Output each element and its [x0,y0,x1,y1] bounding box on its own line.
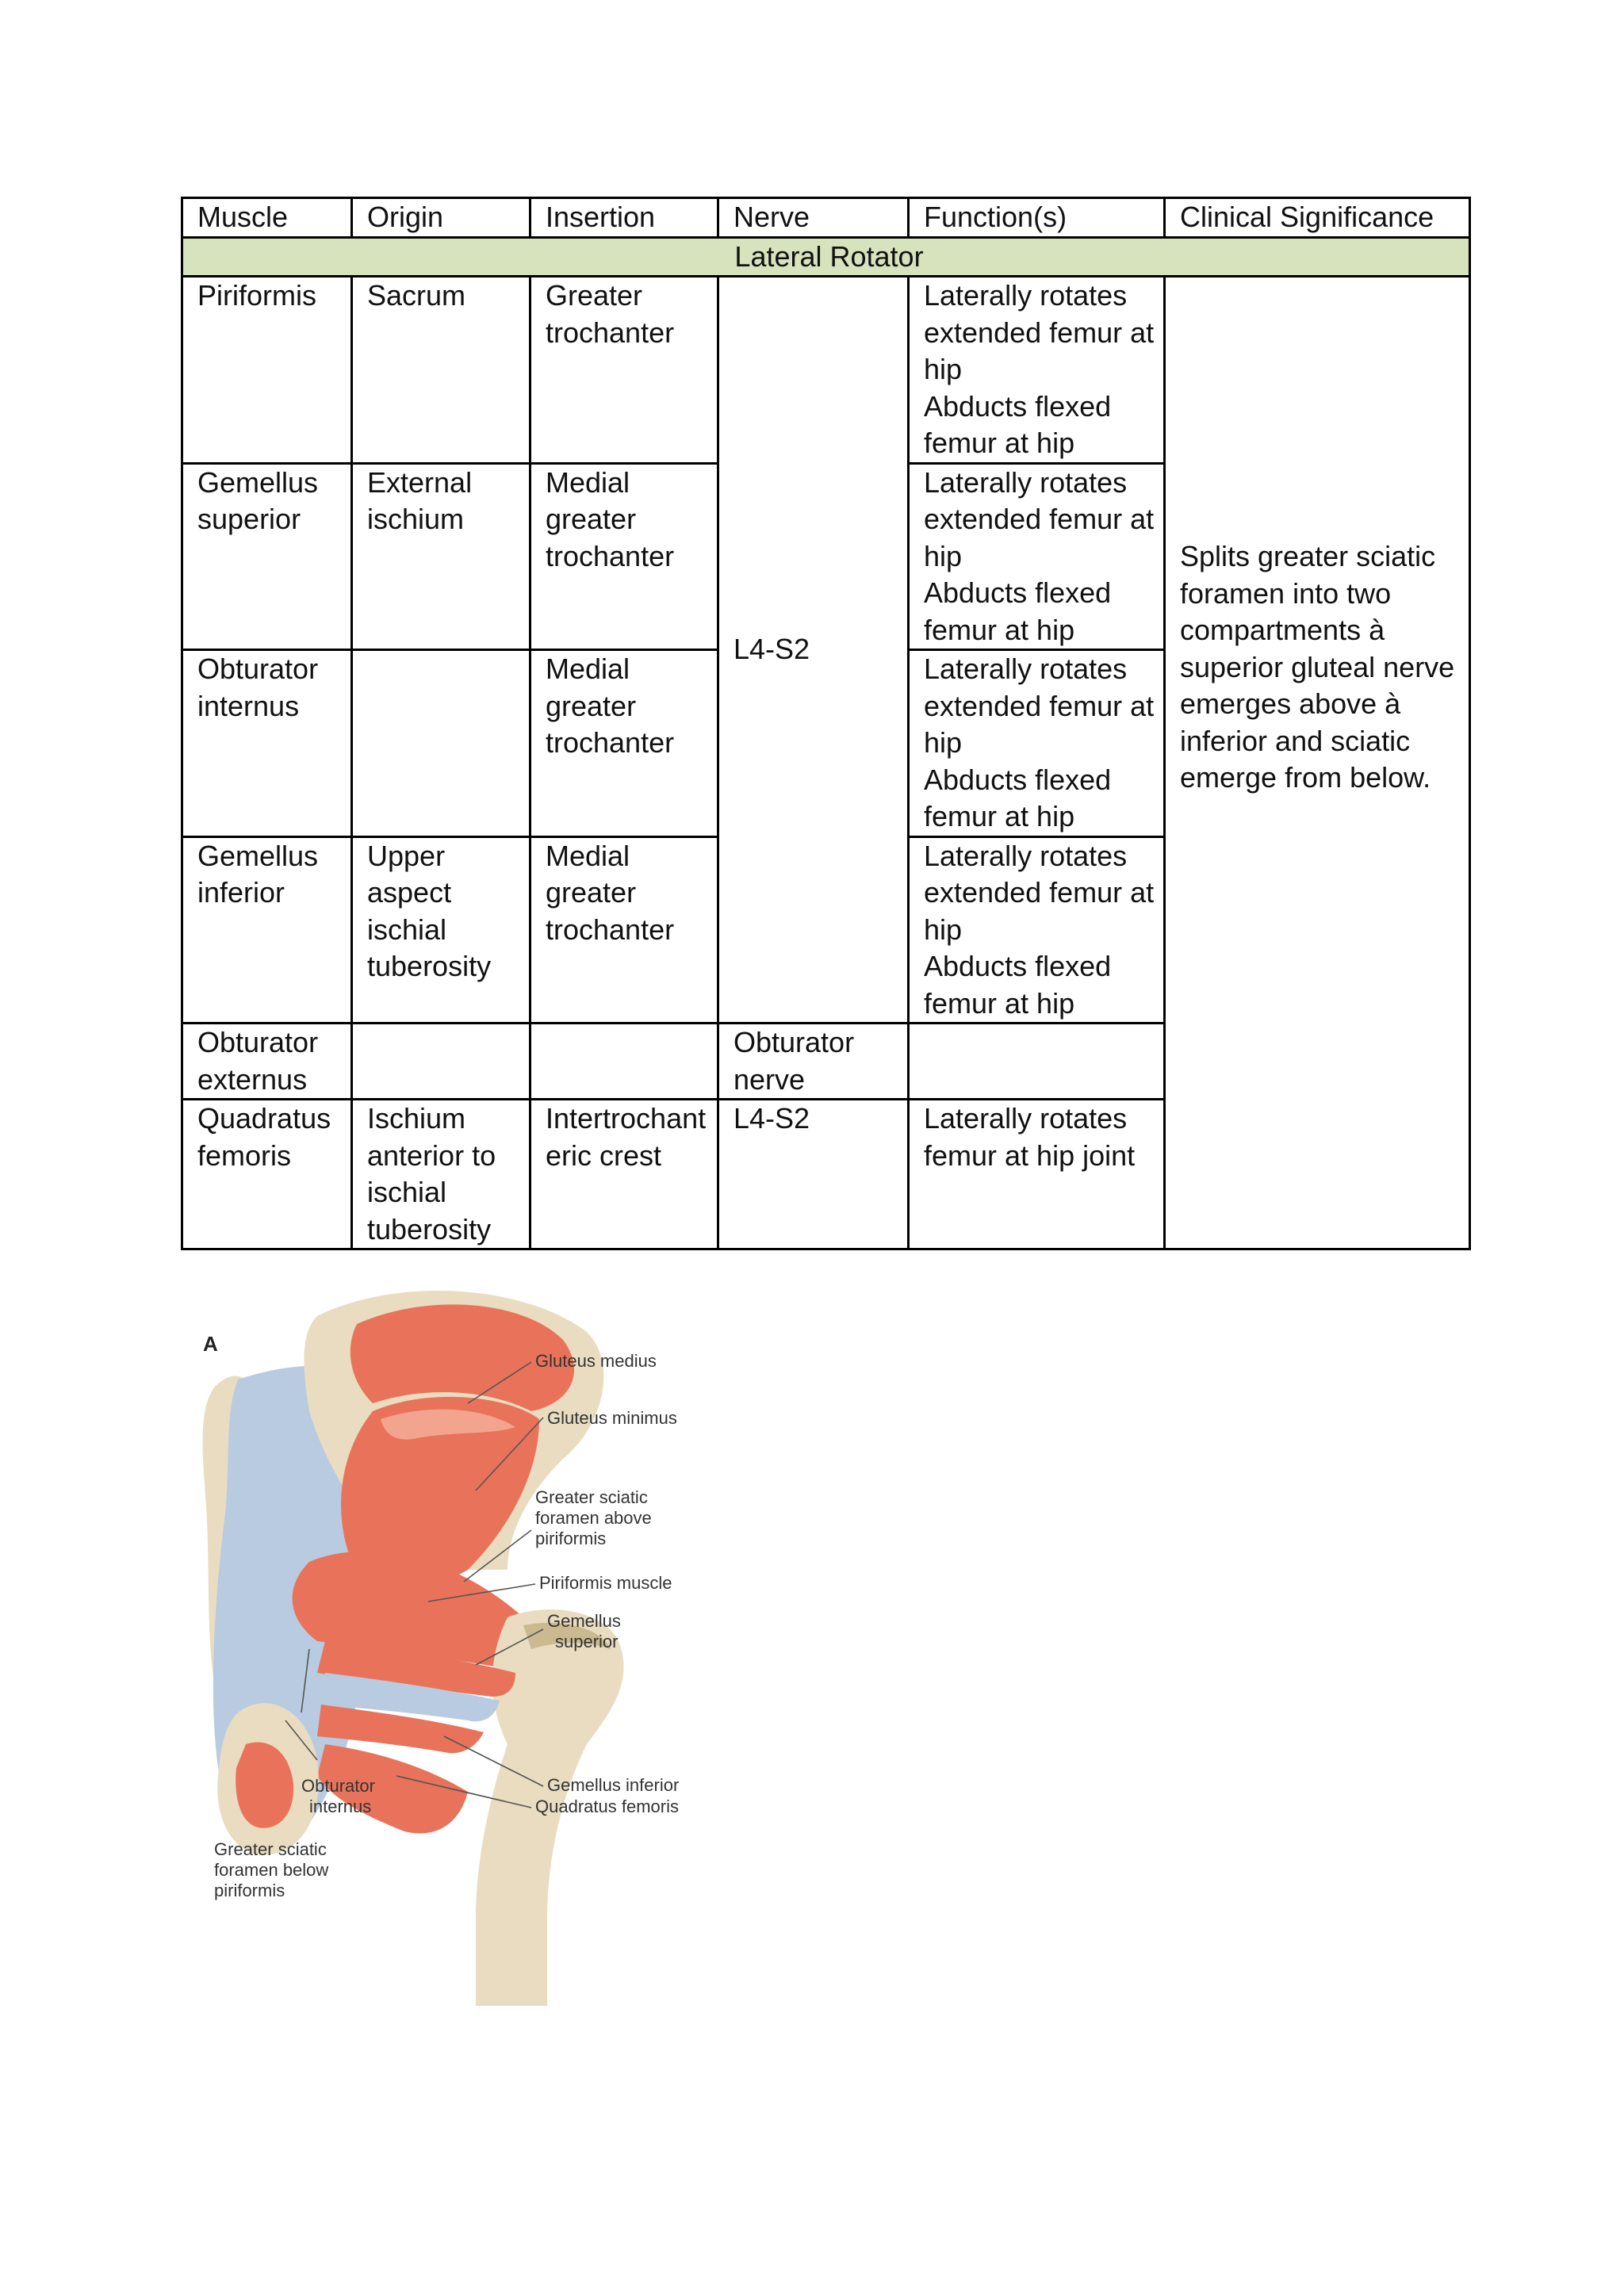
cell-muscle: Obturator internus [181,649,353,838]
label-greater-sciatic-foramen-above: piriformis [535,1529,606,1548]
label-greater-sciatic-foramen-above: Greater sciatic [535,1487,648,1507]
cell-muscle: Gemellus inferior [181,835,353,1024]
cell-nerve: L4-S2 [717,1098,910,1250]
lateral-rotator-table: Muscle Origin Insertion Nerve Function(s… [181,197,1471,1250]
function-text: Abducts flexed femur at hip [924,389,1112,460]
cell-origin: External ischium [350,461,531,651]
cell-muscle: Quadratus femoris [181,1098,353,1250]
function-text: Laterally rotates extended femur at hip [924,279,1155,385]
cell-muscle: Piriformis [181,275,353,465]
cell-insertion [529,1022,719,1100]
label-greater-sciatic-foramen-above: foramen above [535,1508,652,1528]
label-gemellus-superior: Gemellus [547,1611,621,1631]
header-muscle: Muscle [181,197,353,239]
cell-function: Laterally rotates femur at hip joint [907,1098,1166,1250]
table-row: Obturator externus Obturator nerve [181,1022,1470,1100]
quadratus-femoris-muscle [317,1744,468,1834]
header-insertion: Insertion [529,197,719,239]
gluteus-minimus-highlight [381,1409,515,1440]
hip-muscle-figure: A [190,1269,825,2006]
function-text: Abducts flexed femur at hip [924,576,1112,646]
ischium-muscle-patch [236,1742,294,1828]
greater-trochanter [523,1622,611,1649]
group-label-lateral-rotator: Lateral Rotator [181,235,1471,277]
label-obturator-internus: internus [309,1797,371,1816]
gluteus-minimus-muscle [341,1396,539,1584]
label-obturator-internus: Obturator [301,1776,375,1796]
cell-muscle: Obturator externus [181,1022,353,1100]
cell-clinical-significance: Splits greater sciatic foramen into two … [1163,275,1471,1250]
cell-origin: Ischium anterior to ischial tuberosity [350,1098,531,1250]
table-row: Piriformis Sacrum Greater trochanter L4-… [181,275,1471,1250]
label-greater-sciatic-foramen-below: foramen below [214,1860,328,1880]
label-gemellus-inferior: Gemellus inferior [547,1775,679,1795]
group-row: Lateral Rotator [181,235,1471,277]
label-gluteus-medius: Gluteus medius [535,1351,657,1371]
header-origin: Origin [350,197,531,239]
obturator-internus-muscle [321,1673,500,1722]
cell-muscle: Gemellus superior [181,461,353,651]
cell-function [907,1022,1166,1100]
leader-lines [285,1361,544,1808]
header-functions: Function(s) [907,197,1166,239]
gemellus-inferior-muscle [317,1705,484,1754]
gemellus-superior-muscle [317,1641,515,1697]
table-row: Gemellus inferior Upper aspect ischial t… [181,835,1470,1024]
label-gluteus-minimus: Gluteus minimus [547,1408,677,1428]
function-text: Laterally rotates extended femur at hip [924,652,1155,759]
cell-insertion: Medial greater trochanter [529,649,719,838]
cell-insertion: Greater trochanter [529,275,719,465]
cell-insertion: Intertrochanteric crest [529,1098,719,1250]
header-nerve: Nerve [717,197,910,239]
femur-bone [476,1609,624,2006]
cell-origin [350,649,531,838]
label-greater-sciatic-foramen-below: Greater sciatic [214,1839,327,1859]
cell-origin: Sacrum [350,275,531,465]
table-row: Gemellus superior External ischium Media… [181,461,1470,651]
cell-insertion: Medial greater trochanter [529,835,719,1024]
label-gemellus-superior: superior [555,1632,618,1651]
function-text: Laterally rotates extended femur at hip [924,839,1155,946]
table-row: Obturator internus Medial greater trocha… [181,649,1470,838]
header-clinical-significance: Clinical Significance [1163,197,1471,239]
label-piriformis-muscle: Piriformis muscle [539,1573,672,1593]
label-greater-sciatic-foramen-below: piriformis [214,1881,285,1900]
hip-anatomy-illustration: A [202,1290,679,2006]
cell-origin [350,1022,531,1100]
cell-nerve: Obturator nerve [717,1022,910,1100]
function-text: Laterally rotates extended femur at hip [924,465,1155,572]
function-text: Abducts flexed femur at hip [924,950,1112,1020]
function-text: Abducts flexed femur at hip [924,763,1112,833]
table-row: Quadratus femoris Ischium anterior to is… [181,1098,1470,1250]
piriformis-muscle [292,1551,538,1669]
gluteus-medius-muscle [350,1304,575,1411]
cell-nerve-shared: L4-S2 [717,275,910,1024]
cell-insertion: Medial greater trochanter [529,461,719,651]
cell-origin: Upper aspect ischial tuberosity [350,835,531,1024]
label-quadratus-femoris: Quadratus femoris [535,1797,679,1816]
panel-letter: A [203,1332,218,1356]
table-header-row: Muscle Origin Insertion Nerve Function(s… [181,197,1471,239]
